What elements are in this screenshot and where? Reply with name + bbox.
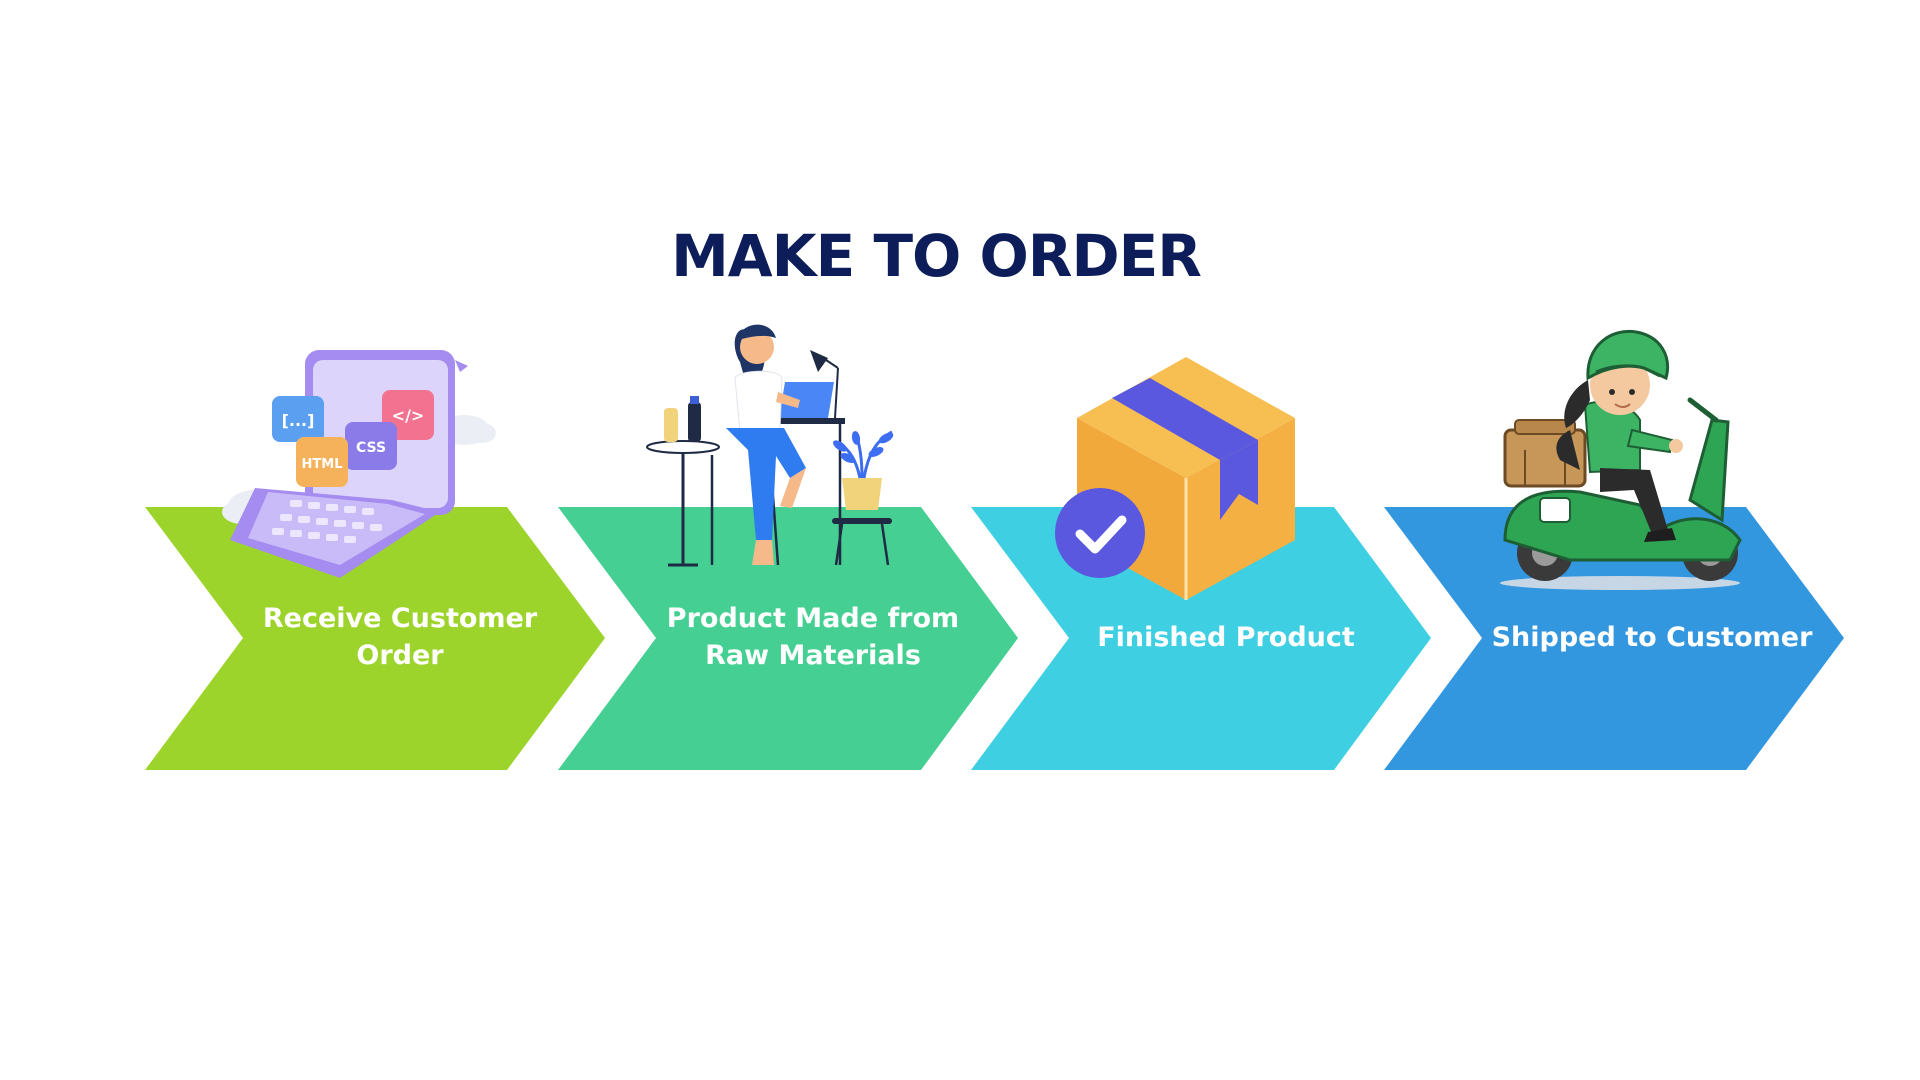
brackets-tag: [...] xyxy=(282,411,315,430)
package-box-check-icon xyxy=(1055,357,1295,600)
step-label-shipped: Shipped to Customer xyxy=(1492,622,1813,653)
scooter-delivery-icon xyxy=(1500,329,1742,590)
step-arrow-product-made xyxy=(558,507,1018,770)
woman-working-at-desk-icon xyxy=(646,324,894,567)
code-tag: </> xyxy=(392,406,425,425)
css-tag: CSS xyxy=(356,440,386,456)
step-label-finished-product: Finished Product xyxy=(1097,622,1355,653)
step-arrow-receive-order xyxy=(145,507,605,770)
laptop-code-icon: [...] </> CSS HTML xyxy=(222,350,496,578)
diagram-title: MAKE TO ORDER xyxy=(671,222,1202,290)
html-tag: HTML xyxy=(302,457,343,472)
